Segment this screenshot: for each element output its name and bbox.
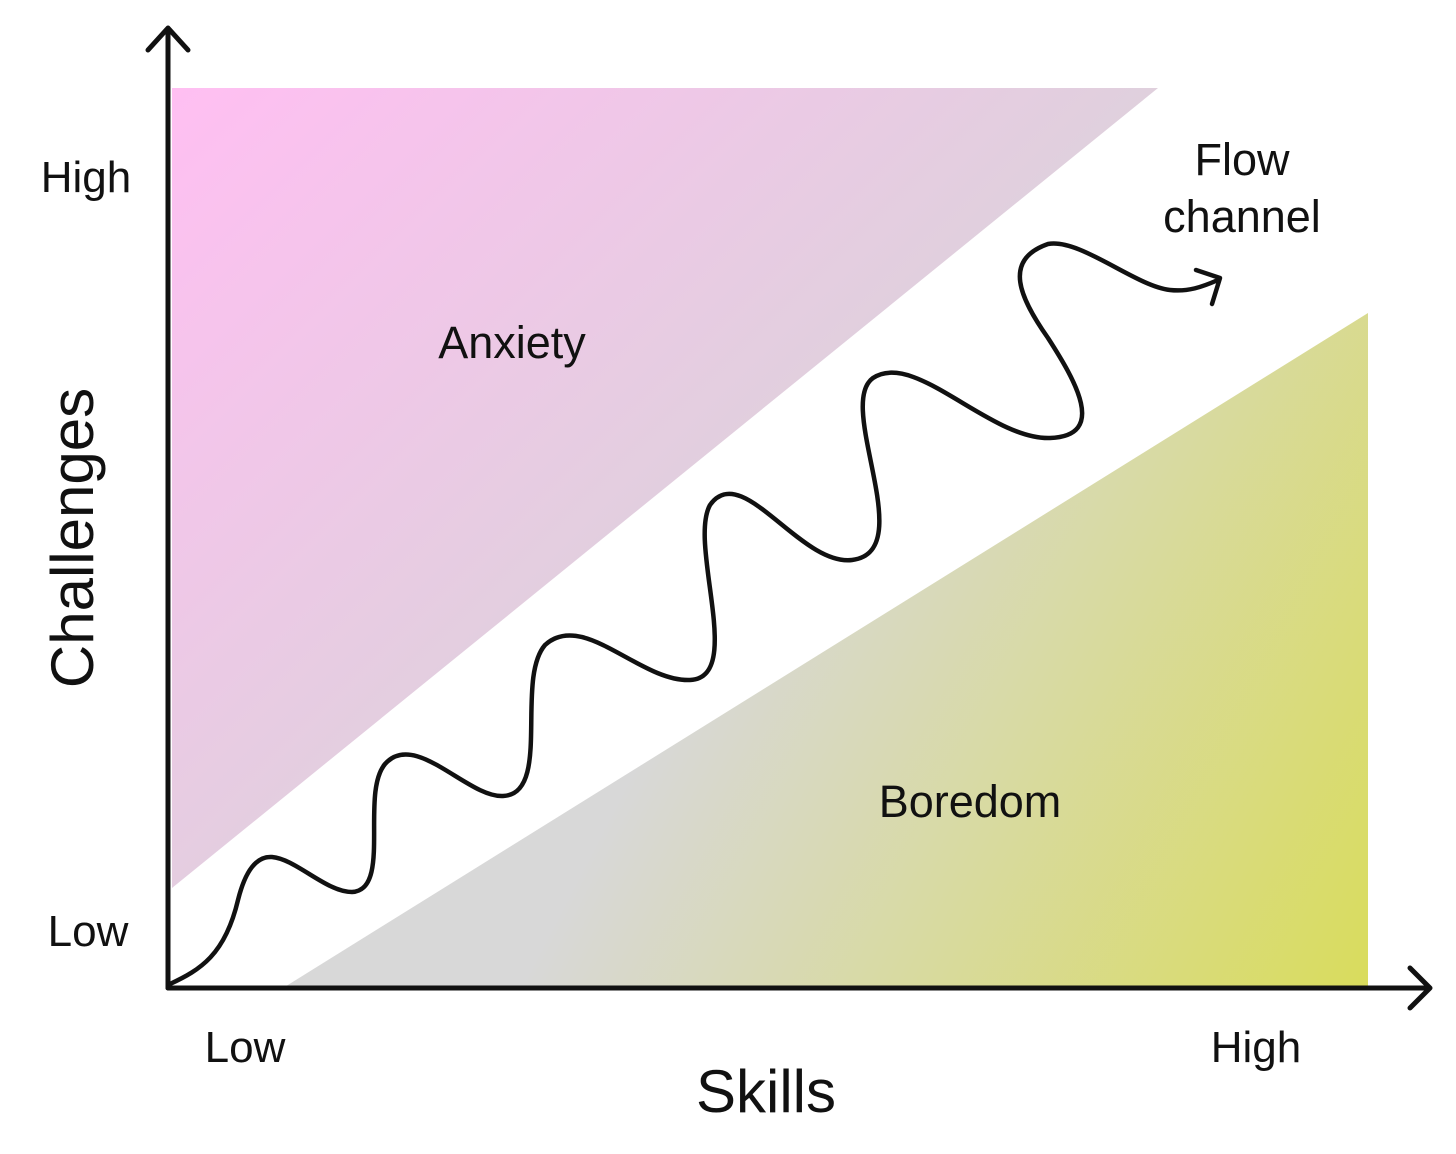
y-axis-title: Challenges (39, 388, 106, 688)
x-low-label: Low (205, 1023, 286, 1072)
flow-channel-label-line1: Flow (1194, 134, 1290, 185)
x-axis-arrowhead (1407, 965, 1433, 1011)
flow-path (167, 241, 1221, 987)
anxiety-region (172, 88, 1158, 888)
y-low-label: Low (48, 907, 129, 956)
axes (145, 25, 1433, 1011)
y-high-label: High (41, 153, 132, 202)
flow-path-arrowhead (1193, 267, 1223, 307)
boredom-label: Boredom (879, 776, 1062, 827)
anxiety-label: Anxiety (438, 317, 586, 368)
flow-channel-label-line2: channel (1163, 191, 1321, 242)
y-axis-arrowhead (145, 25, 191, 53)
x-axis-title: Skills (696, 1058, 836, 1125)
x-high-label: High (1211, 1023, 1302, 1072)
boredom-region (283, 313, 1368, 988)
